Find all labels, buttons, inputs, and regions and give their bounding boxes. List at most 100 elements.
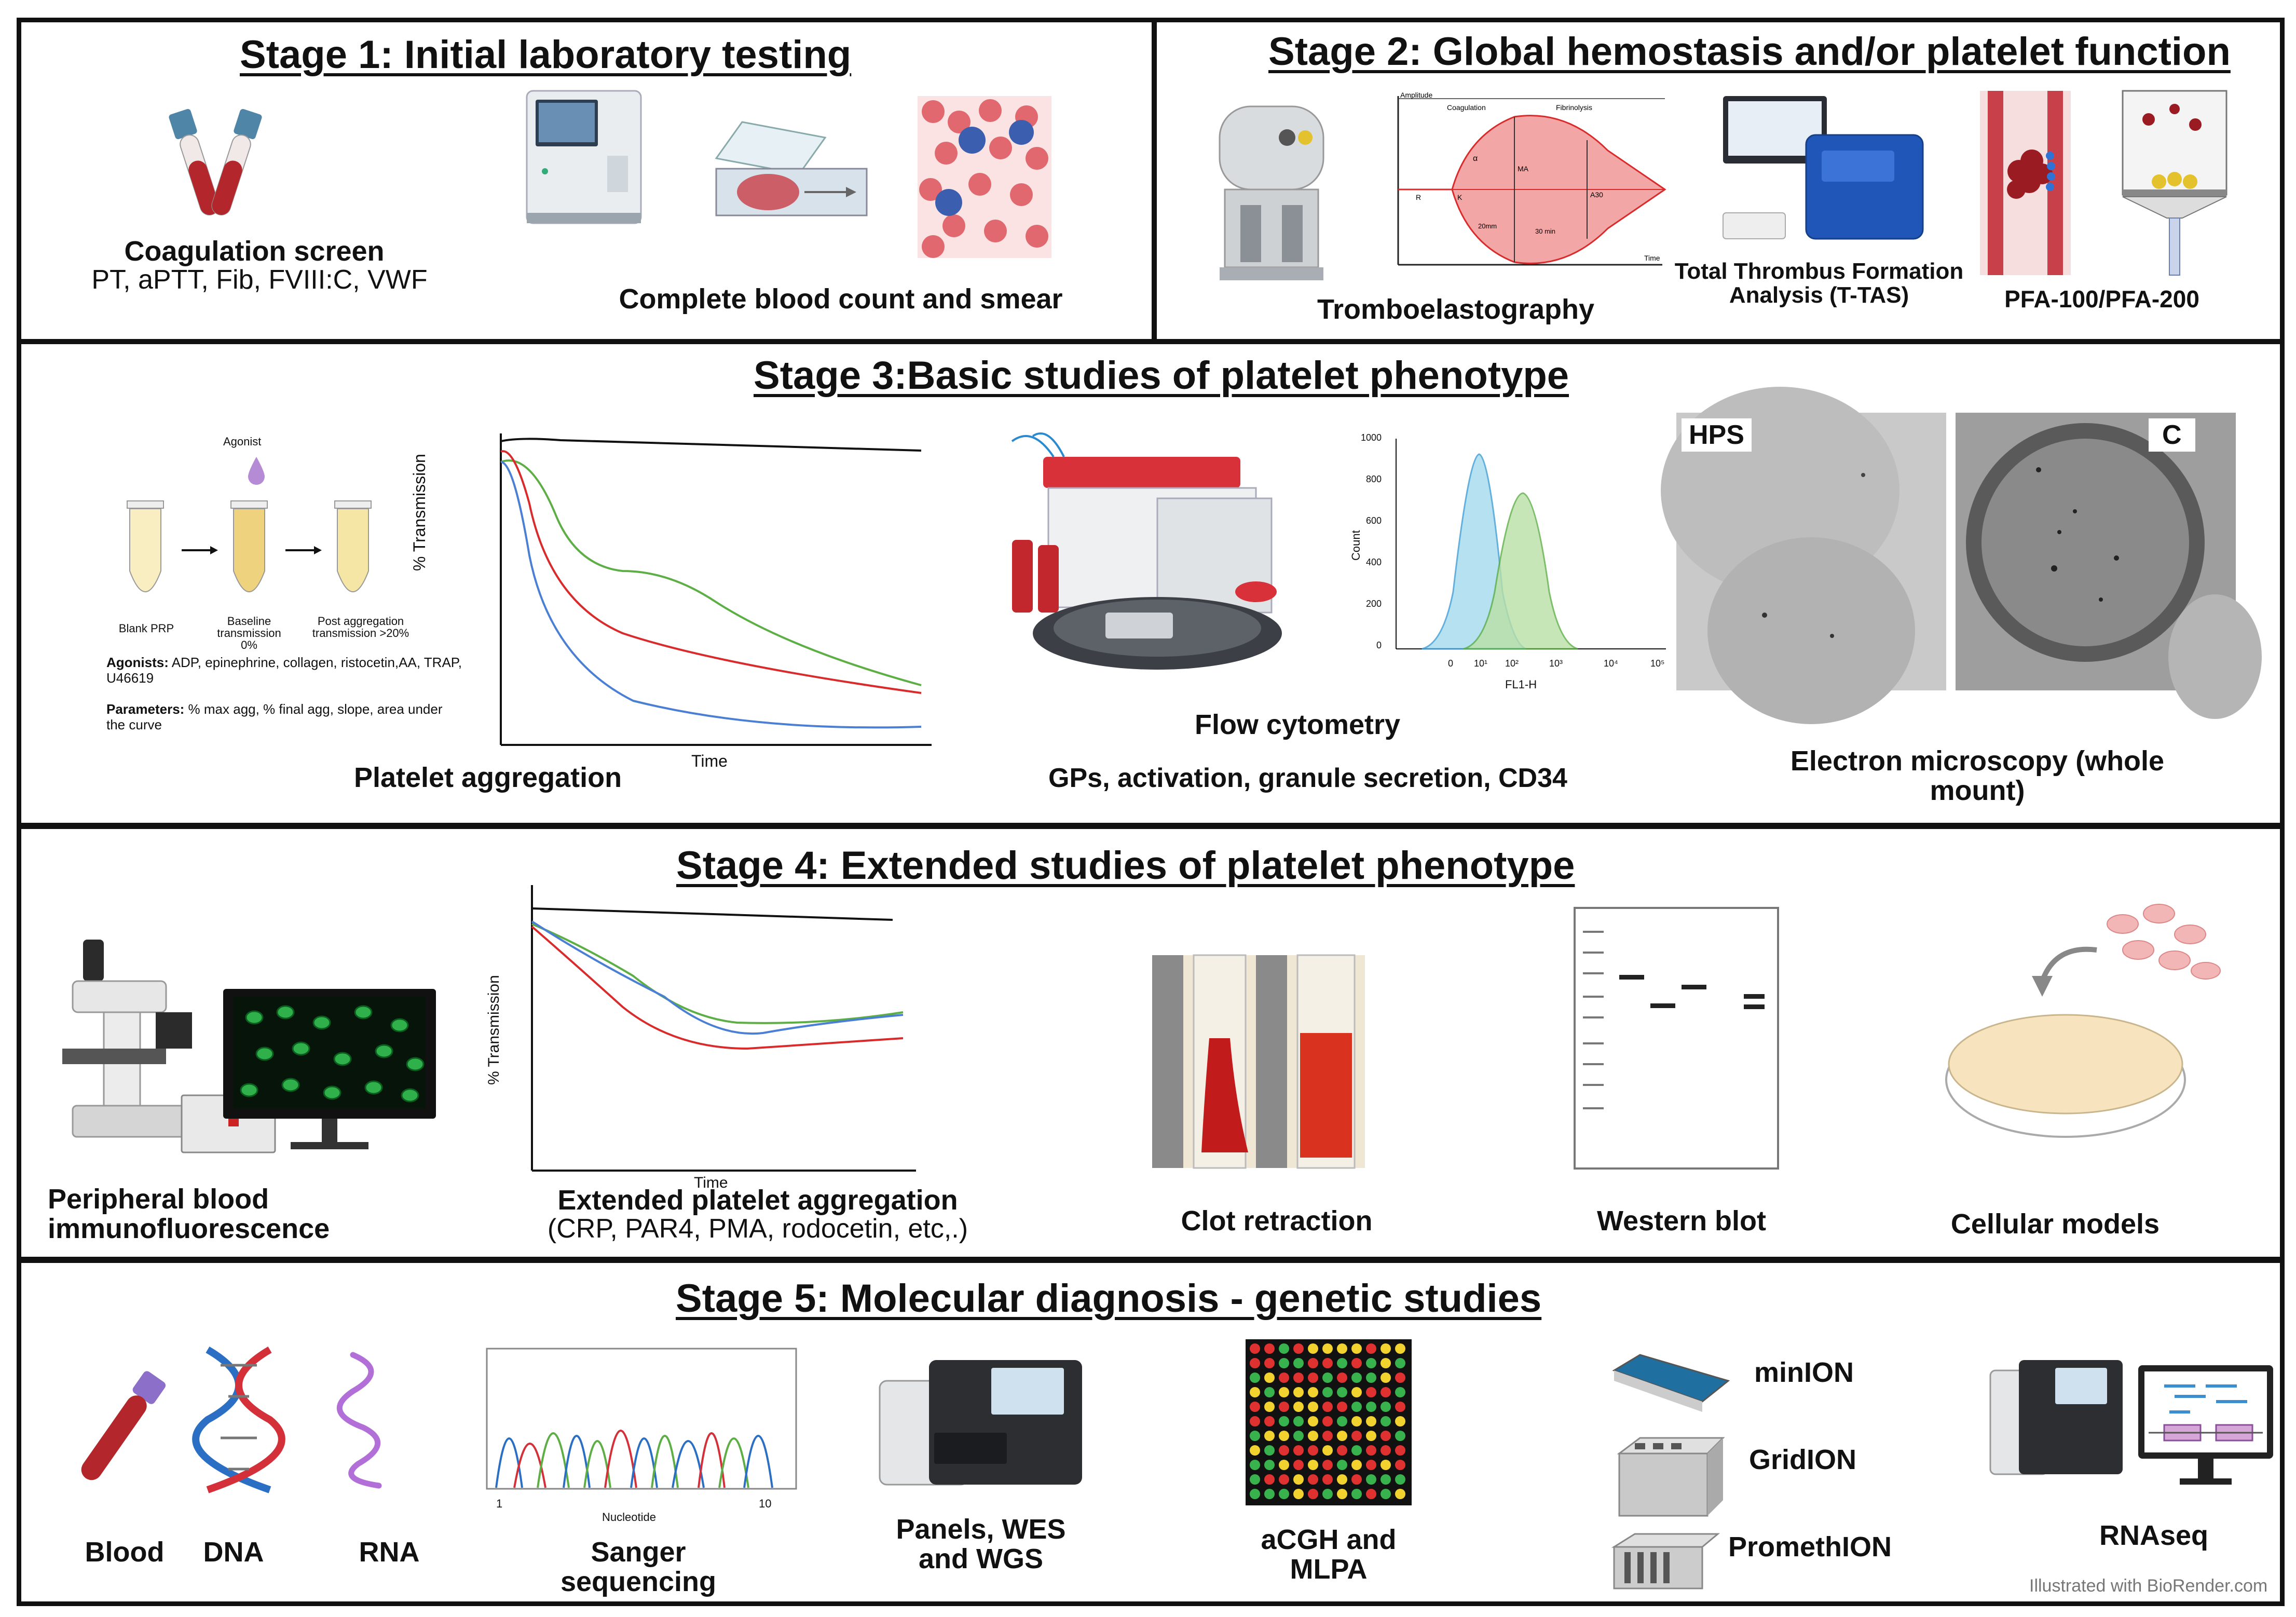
stage2-panel <box>1152 18 2285 344</box>
extended-aggregation-chart <box>531 885 916 1172</box>
hist-ytick-800: 800 <box>1366 474 1382 484</box>
clot-retraction-label: Clot retraction <box>1181 1205 1373 1236</box>
ngs-sequencer-icon <box>879 1360 1082 1486</box>
sanger-x-label: Nucleotide <box>602 1511 656 1524</box>
hist-x-label: FL1-H <box>1505 678 1537 691</box>
stage3-title: Stage 3:Basic studies of platelet phenot… <box>754 354 1569 398</box>
blood-tube-icon <box>81 1371 166 1480</box>
panels-label: Panels, WES and WGS <box>896 1514 1066 1574</box>
teg-fibrinolysis-label: Fibrinolysis <box>1556 103 1592 112</box>
teg-k-label: K <box>1457 193 1463 201</box>
em-control-image <box>1956 413 2262 719</box>
agonist-label: Agonist <box>223 435 262 448</box>
electron-microscopy-label: Electron microscopy (whole mount) <box>1790 745 2165 806</box>
hist-xtick-3: 10³ <box>1549 658 1563 669</box>
hist-ytick-0: 0 <box>1376 640 1382 650</box>
parameters-text: Parameters: % max agg, % final agg, slop… <box>106 701 459 733</box>
hist-y-label: Count <box>1349 530 1362 561</box>
aggregation-chart <box>500 433 932 746</box>
aggregation-x-label: Time <box>691 752 728 770</box>
blood-tubes-icon <box>169 109 262 215</box>
hist-ytick-200: 200 <box>1366 599 1382 609</box>
agonist-drop-icon <box>248 457 265 485</box>
biorender-credit: Illustrated with BioRender.com <box>2029 1576 2268 1596</box>
parameters-list: % max agg, % final agg, slope, area unde… <box>106 701 443 732</box>
tube1-label: Blank PRP <box>118 622 174 635</box>
agonists-text: Agonists: ADP, epinephrine, collagen, ri… <box>106 655 470 686</box>
hematology-analyzer-icon <box>526 90 642 224</box>
tube2-label: Baseline transmission 0% <box>217 615 281 652</box>
parameters-head: Parameters: <box>106 701 185 717</box>
extended-aggregation-label: Extended platelet aggregation <box>557 1185 958 1216</box>
ttas-instrument-icon <box>1723 96 1924 240</box>
cellular-models-label: Cellular models <box>1950 1208 2160 1240</box>
minion-label: minION <box>1754 1357 1854 1388</box>
teg-time-label: Time <box>1644 254 1660 262</box>
prp-tubes-icon <box>127 500 372 592</box>
cbc-smear-label: Complete blood count and smear <box>619 283 1063 315</box>
hist-ytick-400: 400 <box>1366 557 1382 567</box>
em-control-tag: C <box>2149 418 2195 452</box>
hist-ytick-600: 600 <box>1366 515 1382 526</box>
pfa-label: PFA-100/PFA-200 <box>2004 286 2199 312</box>
em-hps-image <box>1661 387 1946 724</box>
sanger-tick-10: 10 <box>759 1497 772 1510</box>
hist-ytick-1000: 1000 <box>1361 432 1382 443</box>
ttas-label: Total Thrombus Formation Analysis (T-TAS… <box>1674 259 1964 308</box>
rnaseq-label: RNAseq <box>2099 1520 2209 1551</box>
extended-aggregation-subtitle: (CRP, PAR4, PMA, rodocetin, etc,.) <box>547 1214 968 1244</box>
blood-smear-micrograph-icon <box>918 96 1051 258</box>
teg-alpha-label: α <box>1473 154 1478 163</box>
western-blot-label: Western blot <box>1596 1205 1767 1236</box>
teg-coagulation-label: Coagulation <box>1447 103 1486 112</box>
teg-analyzer-icon <box>1219 105 1324 280</box>
coagulation-tests-text: PT, aPTT, Fib, FVIII:C, VWF <box>91 265 428 295</box>
extended-y-label: % Transmission <box>485 975 502 1085</box>
aggregation-y-label: % Transmission <box>410 454 429 571</box>
clot-retraction-image <box>1152 954 1365 1169</box>
teg-chart: Amplitude Coagulation Fibrinolysis R K α… <box>1397 91 1666 266</box>
cellular-models-icon <box>1945 904 2221 1138</box>
gridion-label: GridION <box>1749 1444 1857 1475</box>
acgh-label: aCGH and MLPA <box>1261 1524 1397 1585</box>
dna-icon <box>192 1346 285 1493</box>
teg-ma-label: MA <box>1518 165 1529 173</box>
rna-label: RNA <box>359 1537 420 1568</box>
gridion-icon <box>1617 1437 1725 1517</box>
hist-xtick-5: 10⁵ <box>1650 658 1665 669</box>
hist-xtick-4: 10⁴ <box>1604 658 1618 669</box>
dna-label: DNA <box>203 1537 264 1568</box>
extended-x-label: Time <box>694 1174 728 1191</box>
hist-xtick-2: 10² <box>1505 658 1519 669</box>
rna-icon <box>336 1352 382 1489</box>
hist-xtick-0: 0 <box>1448 658 1454 669</box>
sanger-chromatogram <box>486 1348 797 1490</box>
flow-cytometry-label: Flow cytometry <box>1194 709 1401 740</box>
stage4-title: Stage 4: Extended studies of platelet ph… <box>676 844 1575 888</box>
hist-xtick-1: 10¹ <box>1474 658 1488 669</box>
stage5-panel <box>17 1258 2285 1606</box>
flow-cytometry-subtitle: GPs, activation, granule secretion, CD34 <box>1048 763 1567 793</box>
agonists-head: Agonists: <box>106 655 169 670</box>
em-hps-tag: HPS <box>1682 418 1752 452</box>
stage2-title: Stage 2: Global hemostasis and/or platel… <box>1268 30 2231 74</box>
stage5-title: Stage 5: Molecular diagnosis - genetic s… <box>676 1276 1542 1321</box>
fluorescence-microscope-icon <box>62 940 436 1153</box>
platelet-aggregation-label: Platelet aggregation <box>353 762 622 793</box>
teg-20mm-label: 20mm <box>1478 222 1497 230</box>
blood-label: Blood <box>85 1537 165 1568</box>
flow-histogram-chart <box>1396 439 1666 650</box>
flow-cytometer-icon <box>1011 432 1282 670</box>
teg-30min-label: 30 min <box>1535 227 1555 235</box>
tube3-label: Post aggregation transmission >20% <box>312 615 409 640</box>
pfa-icon <box>1980 90 2227 276</box>
coagulation-screen-label: Coagulation screen <box>124 236 385 267</box>
blood-smear-slide-icon <box>715 121 868 216</box>
promethion-icon <box>1611 1533 1720 1589</box>
teg-amplitude-label: Amplitude <box>1400 91 1432 99</box>
sanger-label: Sanger sequencing <box>560 1537 717 1597</box>
immunofluorescence-label: Peripheral blood immunofluorescence <box>48 1184 330 1244</box>
agonists-list: ADP, epinephrine, collagen, ristocetin,A… <box>106 655 462 686</box>
teg-r-label: R <box>1416 193 1421 201</box>
sanger-tick-1: 1 <box>496 1497 503 1510</box>
